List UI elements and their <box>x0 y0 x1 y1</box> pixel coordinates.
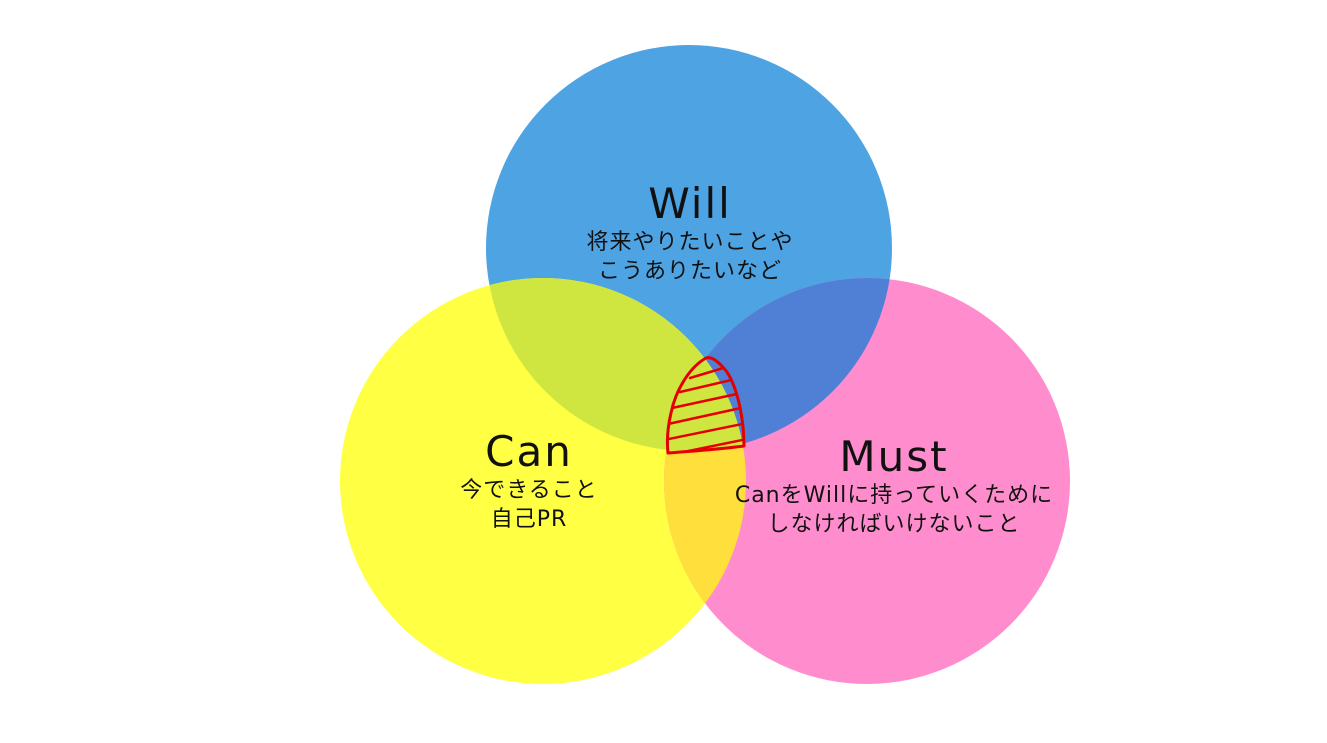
highlight-outline <box>665 356 746 455</box>
center-highlight <box>665 356 746 455</box>
can-label: Can 今できること 自己PR <box>379 428 679 534</box>
hatch-line <box>667 436 744 453</box>
will-can-overlap <box>486 278 746 451</box>
can-description-line-2: 自己PR <box>490 507 568 532</box>
hatch-line <box>667 420 744 442</box>
must-label: Must CanをWillに持っていくために しなければいけないこと <box>694 433 1094 539</box>
must-title: Must <box>839 432 949 481</box>
will-description-line-2: こうありたいなど <box>597 259 782 284</box>
hatch-line <box>670 390 744 410</box>
must-description-line-2: しなければいけないこと <box>767 512 1021 537</box>
hatch-line <box>667 404 744 426</box>
can-title: Can <box>485 427 573 476</box>
can-description-line-1: 今できること <box>460 478 598 503</box>
will-description-line-1: 将来やりたいことや <box>586 230 794 255</box>
must-description-line-1: CanをWillに持っていくために <box>734 483 1054 508</box>
will-title: Will <box>648 179 732 228</box>
will-label: Will 将来やりたいことや こうありたいなど <box>540 180 840 286</box>
will-must-overlap <box>664 278 892 451</box>
